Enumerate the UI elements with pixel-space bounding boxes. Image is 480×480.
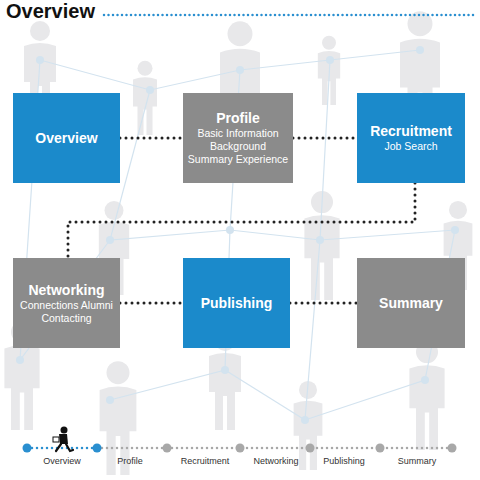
box-heading: Publishing [201, 295, 273, 312]
dotted-connector [68, 183, 415, 258]
network-dot [106, 396, 114, 404]
process-box: Overview [13, 93, 120, 183]
people-silhouettes [4, 11, 472, 475]
network-dot [421, 376, 429, 384]
runner-head [61, 427, 68, 434]
progress-dot [376, 444, 385, 453]
runner-icon [53, 427, 73, 452]
box-body: Connections Alumni Contacting [17, 299, 116, 325]
progress-label: Summary [398, 456, 437, 466]
network-dot [236, 66, 244, 74]
progress-todo [97, 447, 455, 450]
progress-dot [163, 444, 172, 453]
box-heading: Networking [28, 282, 104, 299]
box-heading: Summary [379, 295, 443, 312]
progress-track [23, 444, 457, 453]
network-dot [301, 416, 309, 424]
network-dot [451, 226, 459, 234]
network-dot [326, 56, 334, 64]
progress-label: Networking [253, 456, 298, 466]
network-dot [36, 56, 44, 64]
box-body: Job Search [384, 140, 437, 153]
person-silhouette [133, 61, 157, 135]
page-title: Overview [6, 0, 95, 23]
progress-label: Profile [117, 456, 143, 466]
network-dot [16, 356, 24, 364]
dotted-connector [293, 137, 357, 140]
progress-dot [93, 444, 102, 453]
progress-dot [306, 444, 315, 453]
network-dot [316, 236, 324, 244]
progress-label: Recruitment [181, 456, 230, 466]
process-box: Publishing [183, 258, 290, 348]
title-rule [104, 14, 476, 17]
progress-done [27, 447, 97, 450]
network-dot [106, 236, 114, 244]
network-dot [146, 86, 154, 94]
progress-dot [448, 444, 457, 453]
runner-body [59, 434, 68, 444]
progress-label: Overview [43, 456, 81, 466]
box-body: Basic Information Background Summary Exp… [187, 127, 289, 166]
progress-dot [23, 444, 32, 453]
runner-legs [56, 444, 73, 451]
process-box: RecruitmentJob Search [357, 93, 465, 183]
process-box: NetworkingConnections Alumni Contacting [13, 258, 120, 348]
dotted-connector [290, 302, 357, 305]
box-heading: Recruitment [370, 123, 452, 140]
person-silhouette [409, 341, 444, 450]
dotted-connector [120, 302, 183, 305]
runner-briefcase [53, 437, 59, 442]
box-heading: Overview [35, 130, 97, 147]
network-dot [221, 366, 229, 374]
progress-dot [236, 444, 245, 453]
box-heading: Profile [216, 110, 260, 127]
network-dot [226, 226, 234, 234]
network-dot [416, 46, 424, 54]
dotted-connector [120, 137, 183, 140]
progress-label: Publishing [323, 456, 365, 466]
process-box: Summary [357, 258, 465, 348]
process-box: ProfileBasic Information Background Summ… [183, 93, 293, 183]
